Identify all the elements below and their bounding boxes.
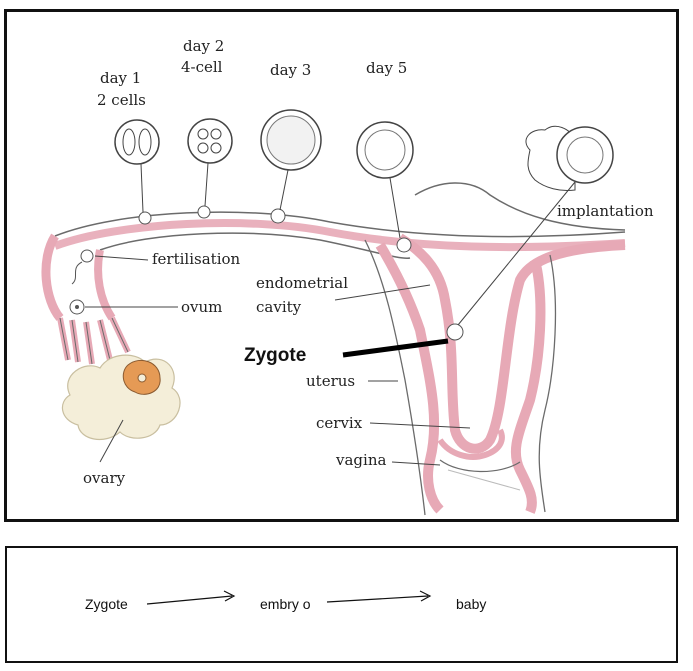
label-four-cell: 4-cell [181,58,223,76]
flow-step-baby: baby [456,596,486,612]
label-day5: day 5 [366,59,407,77]
diagram-frame [4,9,679,522]
arrow-head-icon [223,590,236,602]
tube-cells [69,205,464,341]
flow-arrow-2 [326,595,429,603]
stage-day2 [187,118,233,207]
pointer-lines [85,255,471,466]
label-two-cells: 2 cells [97,91,146,109]
stage-day3 [260,109,322,211]
label-cervix: cervix [316,414,363,432]
label-ovum: ovum [181,298,222,316]
label-fertilisation: fertilisation [152,250,241,268]
label-vagina: vagina [335,451,386,469]
label-day1: day 1 [100,69,141,87]
flow-step-zygote: Zygote [85,596,128,612]
uterus-shape [364,182,626,516]
development-flow: Zygote embry o baby [85,590,486,612]
ovary [61,354,181,441]
stage-day1 [114,119,160,213]
label-zygote: Zygote [244,345,306,366]
stage-day5 [356,121,414,239]
flow-arrow-1 [146,595,233,605]
flow-step-embryo: embry o [260,596,311,612]
label-day3: day 3 [270,61,311,79]
zygote-pointer [342,338,449,358]
stage-implantation [457,125,614,326]
label-endometrial: endometrial [256,274,348,292]
label-implantation: implantation [557,202,654,220]
flow-frame [5,546,678,663]
label-uterus: uterus [306,372,355,390]
label-day2: day 2 [183,37,224,55]
label-ovary: ovary [83,469,126,487]
arrow-head-icon [419,590,432,602]
label-cavity: cavity [256,298,302,316]
